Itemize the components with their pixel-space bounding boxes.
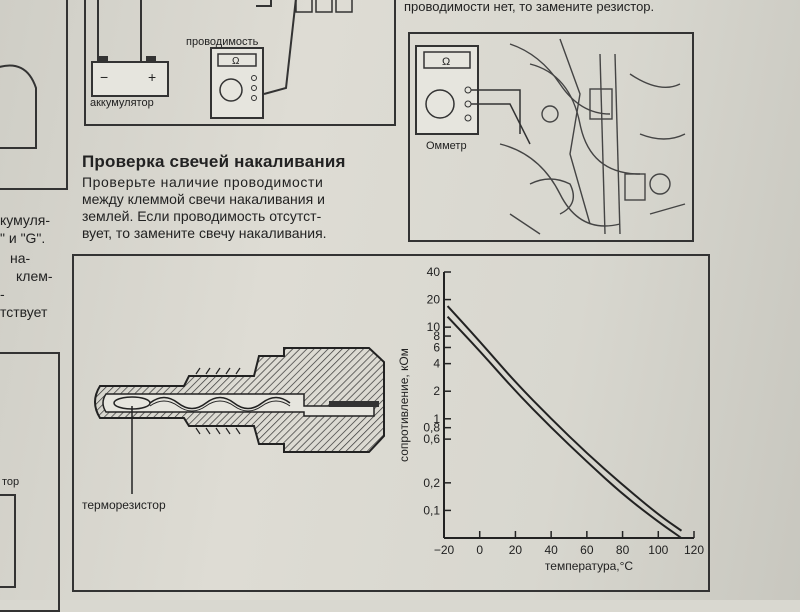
x-tick-label: 100 xyxy=(648,543,668,557)
thermistor-sensor-drawing xyxy=(94,347,385,494)
y-tick-label: 1 xyxy=(433,412,440,426)
left-margin-line-2: " и "G". xyxy=(0,230,46,246)
top-right-note: проводимости нет, то замените резистор. xyxy=(404,0,655,14)
battery-minus: − xyxy=(100,69,108,85)
y-tick-label: 0,8 xyxy=(423,421,440,435)
x-tick-label: 60 xyxy=(580,543,594,557)
ohmmeter-drawing: Ω xyxy=(415,38,686,235)
y-tick-label: 40 xyxy=(427,265,441,279)
left-margin-line-1: кумуля- xyxy=(0,212,51,228)
y-axis-label: сопротивление, кОм xyxy=(397,348,411,462)
section-body-line-3: землей. Если проводимость отсутст- xyxy=(82,208,322,224)
left-lower-diagram: тор xyxy=(0,352,60,612)
y-tick-label: 0,2 xyxy=(423,476,440,490)
ohmmeter-label: Омметр xyxy=(426,140,467,152)
left-margin-line-5: - xyxy=(0,286,5,302)
meter-ohm-symbol: Ω xyxy=(232,56,240,67)
y-tick-label: 20 xyxy=(427,293,441,307)
left-partial-drawing xyxy=(0,64,37,149)
conductivity-test-drawing: − + Ω xyxy=(91,0,353,119)
x-tick-label: 80 xyxy=(616,543,630,557)
conductivity-test-diagram: − + Ω проводимость аккумулятор xyxy=(84,0,396,126)
y-tick-label: 10 xyxy=(427,320,441,334)
conductivity-label: проводимость xyxy=(186,36,259,48)
x-tick-label: 20 xyxy=(509,543,523,557)
section-body-line-4: вует, то замените свечу накаливания. xyxy=(82,225,327,241)
y-tick-label: 0,6 xyxy=(423,432,440,446)
y-tick-label: 4 xyxy=(433,357,440,371)
section-body-line-2: между клеммой свечи накаливания и xyxy=(82,191,325,207)
x-tick-label: 120 xyxy=(684,543,704,557)
y-tick-label: 2 xyxy=(433,384,440,398)
thermistor-label: терморезистор xyxy=(82,498,166,512)
section-body-line-1: Проверьте наличие проводимости xyxy=(82,174,324,190)
series-line-2 xyxy=(446,316,683,539)
y-tick-label: 8 xyxy=(433,329,440,343)
battery-label: аккумулятор xyxy=(90,97,154,109)
battery-plus: + xyxy=(148,69,156,85)
x-tick-label: 40 xyxy=(544,543,558,557)
left-margin-line-6: тствует xyxy=(0,304,48,320)
y-tick-label: 0,1 xyxy=(423,503,440,517)
ohmmeter-ohm-symbol: Ω xyxy=(442,56,450,68)
left-lower-label: тор xyxy=(2,476,20,488)
left-margin-line-3: на- xyxy=(10,250,31,266)
y-tick-label: 6 xyxy=(433,340,440,354)
ohmmeter-diagram: Ω xyxy=(408,32,694,242)
left-partial-diagram xyxy=(0,0,68,190)
x-tick-label: −20 xyxy=(434,543,455,557)
x-axis-label: температура,°C xyxy=(545,559,634,573)
section-title: Проверка свечей накаливания xyxy=(82,152,346,171)
x-tick-label: 0 xyxy=(476,543,483,557)
series-line-1 xyxy=(446,305,683,532)
left-margin-line-4: клем- xyxy=(16,268,53,284)
